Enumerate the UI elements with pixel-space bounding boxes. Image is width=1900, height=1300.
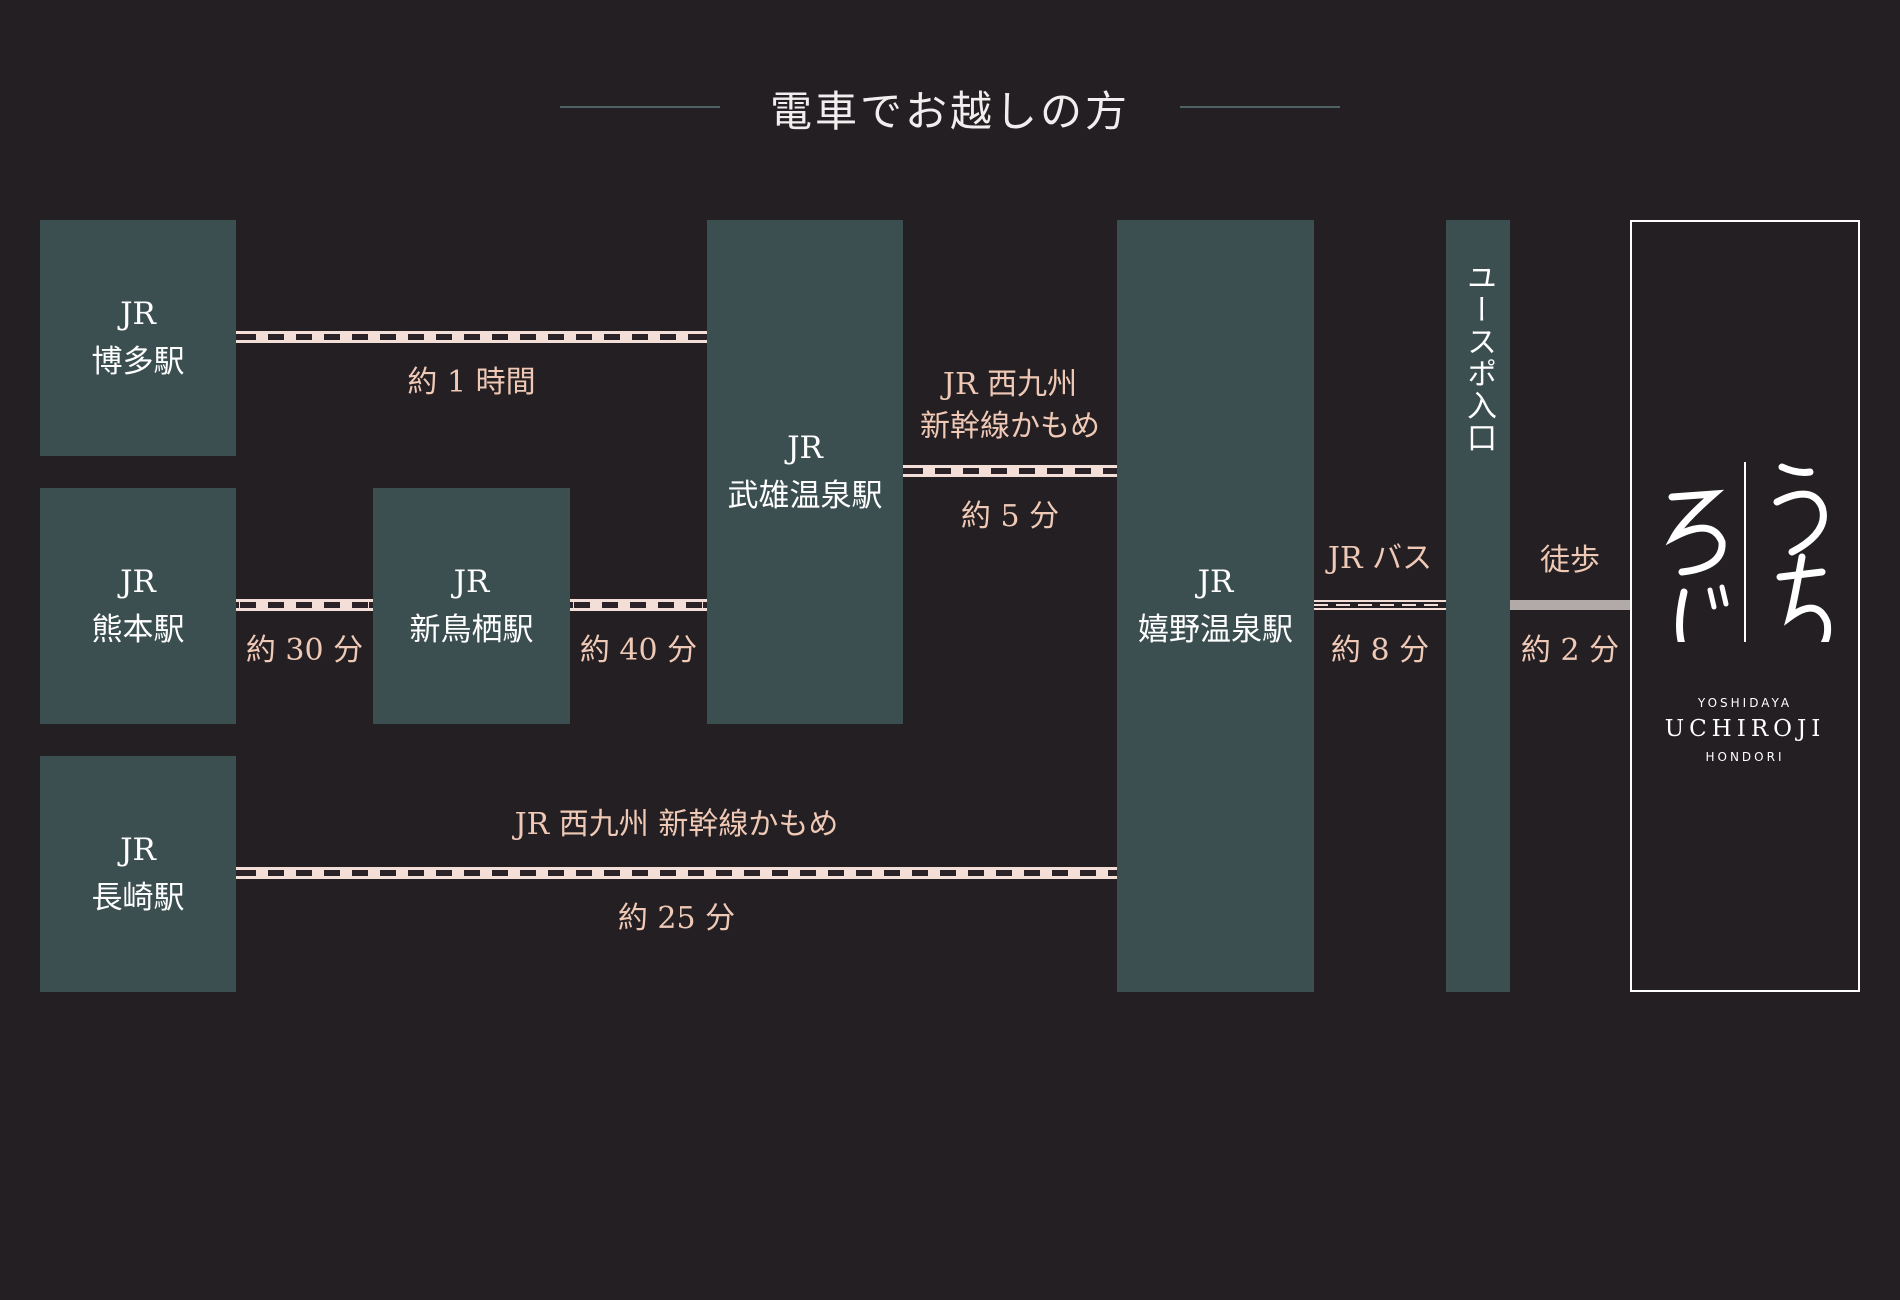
label-takeo-ureshino-time: 約 5 分 — [960, 499, 1060, 534]
station-nagasaki: JR 長崎駅 — [40, 756, 236, 992]
title-rule-right — [1180, 106, 1340, 108]
station-yusupo: ユースポ入口 — [1446, 220, 1510, 992]
station-ureshino-jr: JR — [1197, 564, 1234, 600]
brand-top-text: YOSHIDAYA — [1697, 696, 1793, 710]
label-yusupo-dest-time: 約 2 分 — [1520, 633, 1620, 668]
track-kumamoto-shintosu — [236, 599, 373, 611]
station-shintosu: JR 新鳥栖駅 — [373, 488, 570, 724]
brand-main-text: UCHIROJI — [1664, 716, 1826, 742]
station-kumamoto: JR 熊本駅 — [40, 488, 236, 724]
label-ureshino-yusupo-time: 約 8 分 — [1330, 633, 1430, 668]
label-kumamoto-shintosu-time: 約 30 分 — [245, 633, 364, 668]
track-yusupo-dest — [1510, 600, 1630, 610]
label-hakata-takeo-time: 約 1 時間 — [407, 365, 536, 400]
station-yusupo-name: ユースポ入口 — [1461, 262, 1496, 454]
label-takeo-ureshino-line2: 新幹線かもめ — [920, 409, 1100, 444]
station-shintosu-name: 新鳥栖駅 — [409, 612, 534, 648]
label-ureshino-yusupo-line: JR バス — [1327, 541, 1433, 576]
page-title: 電車でお越しの方 — [769, 87, 1130, 136]
station-hakata-name: 博多駅 — [91, 344, 185, 380]
station-kumamoto-name: 熊本駅 — [91, 612, 185, 648]
label-takeo-ureshino-line1: JR 西九州 — [942, 367, 1078, 402]
track-hakata-takeo — [236, 331, 707, 343]
label-nagasaki-ureshino-time: 約 25 分 — [617, 901, 736, 936]
station-ureshino: JR 嬉野温泉駅 — [1117, 220, 1314, 992]
station-hakata: JR 博多駅 — [40, 220, 236, 456]
label-shintosu-takeo-time: 約 40 分 — [579, 633, 698, 668]
destination-box: YOSHIDAYA UCHIROJI HONDORI — [1630, 220, 1860, 992]
label-yusupo-dest-line: 徒歩 — [1540, 543, 1600, 578]
station-takeo: JR 武雄温泉駅 — [707, 220, 903, 724]
track-takeo-ureshino — [903, 465, 1117, 477]
station-shintosu-jr: JR — [453, 564, 490, 600]
station-kumamoto-jr: JR — [120, 564, 156, 600]
title-rule-left — [560, 106, 720, 108]
track-shintosu-takeo — [570, 599, 707, 611]
track-ureshino-yusupo — [1314, 600, 1446, 610]
station-hakata-jr: JR — [120, 296, 156, 332]
station-takeo-jr: JR — [787, 430, 823, 466]
label-nagasaki-ureshino-line: JR 西九州 新幹線かもめ — [514, 807, 839, 842]
uchiroji-logo-mark — [1665, 462, 1832, 642]
station-nagasaki-name: 長崎駅 — [91, 880, 185, 916]
brand-bottom-text: HONDORI — [1705, 750, 1785, 764]
station-takeo-name: 武雄温泉駅 — [727, 478, 883, 514]
station-ureshino-name: 嬉野温泉駅 — [1138, 612, 1293, 648]
station-nagasaki-jr: JR — [120, 832, 156, 868]
track-nagasaki-ureshino — [236, 867, 1117, 879]
